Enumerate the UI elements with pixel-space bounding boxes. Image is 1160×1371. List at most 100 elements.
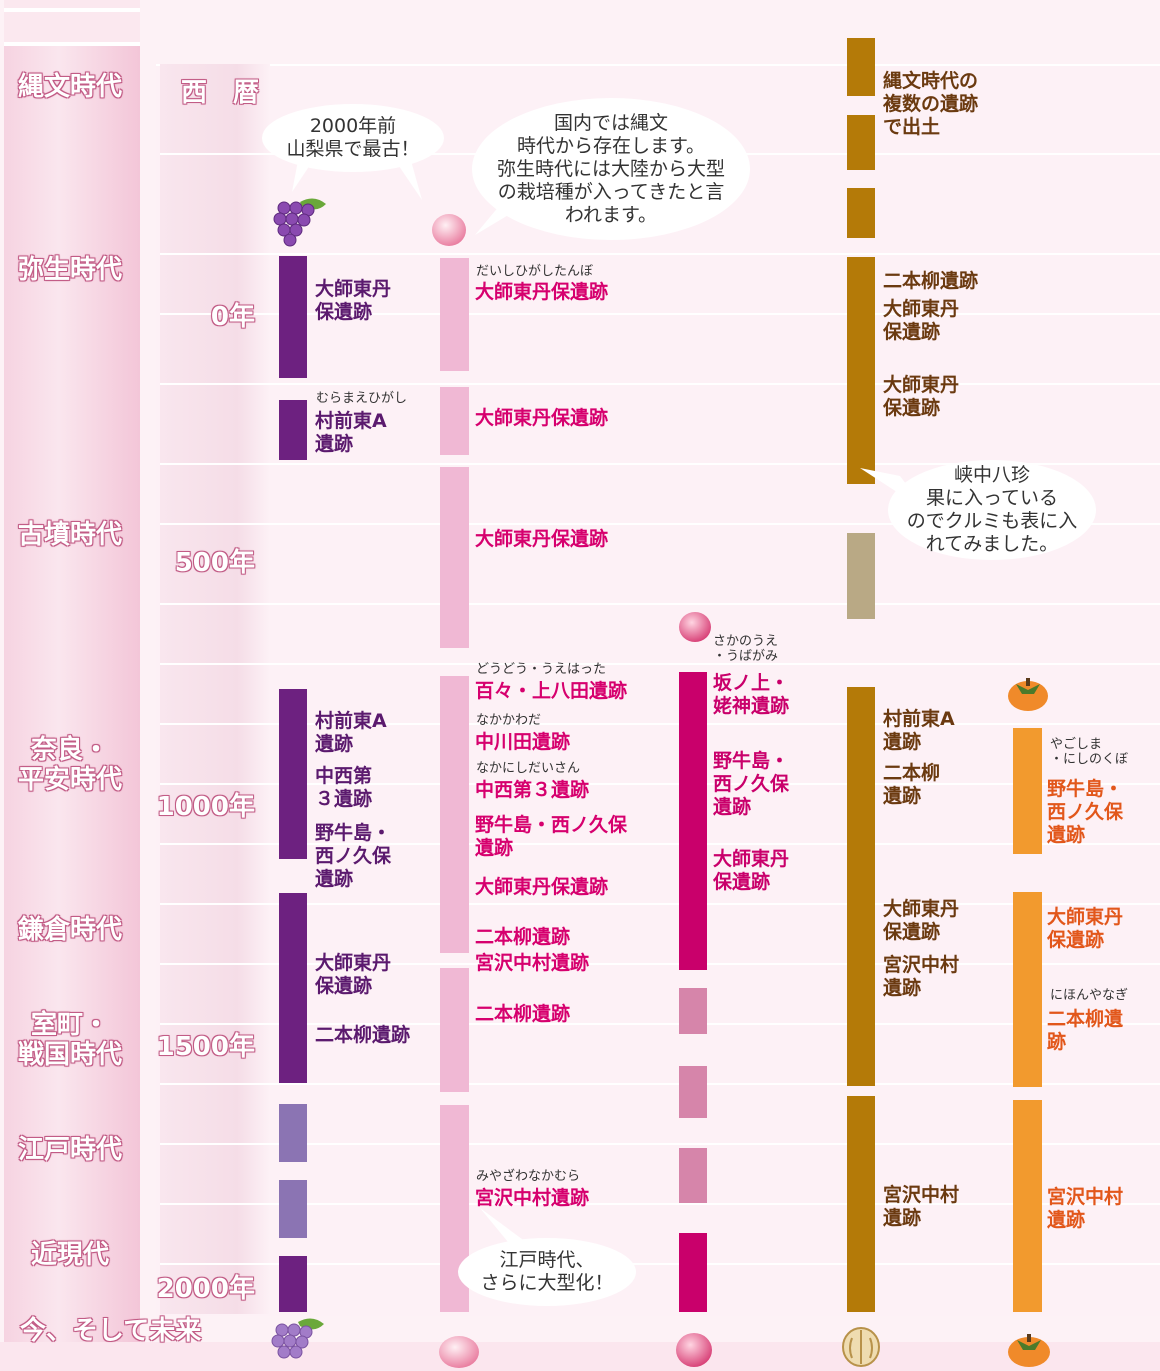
grape-icon — [271, 1318, 324, 1359]
peach-site-label: 百々・上八田遺跡 — [475, 680, 628, 702]
bubble-edo-peach: 江戸時代、 さらに大型化！ — [458, 1238, 636, 1306]
plum-bar — [679, 1148, 707, 1203]
peach-site-ruby: なかかわだ — [476, 713, 542, 728]
walnut-bar — [847, 115, 875, 170]
grid-line — [160, 1143, 1160, 1145]
year-label-2000: 2000年 — [156, 1274, 255, 1304]
peach-site-ruby: だいしひがしたんぼ — [476, 264, 594, 279]
walnut-site-label: 村前東A 遺跡 — [883, 708, 955, 753]
peach-bar — [440, 968, 469, 1092]
peach-site-label: 大師東丹保遺跡 — [475, 876, 609, 898]
era-label-edo: 江戸時代 — [17, 1135, 122, 1165]
year-label-1000: 1000年 — [156, 792, 255, 822]
peach-site-label: 中川田遺跡 — [475, 731, 571, 753]
grape-bar — [279, 893, 307, 1083]
now-and-future-label: 今、そして未来 — [20, 1316, 202, 1346]
plum-bar — [679, 672, 707, 970]
timeline-panel — [156, 64, 1160, 1316]
grid-line — [160, 1203, 1160, 1205]
peach-bar — [440, 467, 469, 648]
peach-site-label: 二本柳遺跡 — [475, 1003, 571, 1025]
peach-site-label: 宮沢中村遺跡 — [475, 952, 590, 974]
peach-site-ruby: どうどう・うえはった — [476, 662, 607, 677]
peach-site-label: 大師東丹保遺跡 — [475, 407, 609, 429]
peach-site-label: 大師東丹保遺跡 — [475, 281, 609, 303]
era-label-modern: 近現代 — [30, 1240, 109, 1270]
peach-site-label: 宮沢中村遺跡 — [475, 1187, 590, 1209]
grid-line — [160, 603, 1160, 605]
walnut-bar — [847, 257, 875, 484]
walnut-site-label: 大師東丹 保遺跡 — [883, 898, 960, 943]
plum-bar — [679, 988, 707, 1034]
bubble-tail — [480, 1208, 526, 1242]
grid-line — [160, 1023, 1160, 1025]
peach-site-label: 野牛島・西ノ久保 遺跡 — [475, 814, 628, 859]
grape-bar — [279, 1104, 307, 1162]
peach-site-label: 二本柳遺跡 — [475, 926, 571, 948]
persimmon-icon — [1008, 1334, 1050, 1367]
peach-bar — [440, 387, 469, 455]
plum-icon — [679, 612, 711, 642]
year-label-0: 0年 — [210, 302, 255, 332]
plum-site-label: 野牛島・ 西ノ久保 遺跡 — [713, 750, 790, 818]
persimmon-site-label: 大師東丹 保遺跡 — [1047, 906, 1124, 951]
walnut-site-label: 宮沢中村 遺跡 — [883, 1184, 960, 1229]
grid-line — [160, 963, 1160, 965]
grape-site-label: 大師東丹 保遺跡 — [315, 952, 392, 997]
walnut-bar — [847, 1096, 875, 1312]
era-label-kofun: 古墳時代 — [17, 520, 122, 550]
grid-line — [160, 523, 1160, 525]
plum-bar — [679, 1233, 707, 1312]
plum-icon — [676, 1333, 712, 1367]
year-axis-band — [160, 64, 270, 1314]
era-column-header — [4, 0, 140, 46]
persimmon-bar — [1013, 892, 1042, 1087]
peach-site-label: 中西第３遺跡 — [475, 779, 590, 801]
walnut-bar — [847, 533, 875, 619]
plum-site-label: 大師東丹 保遺跡 — [713, 848, 790, 893]
persimmon-site-label: 宮沢中村 遺跡 — [1047, 1186, 1124, 1231]
grape-bar — [279, 1256, 307, 1312]
grape-site-label: 二本柳遺跡 — [315, 1024, 411, 1046]
year-axis-header: 西 暦 — [180, 78, 259, 108]
bubble-oldest-grape: 2000年前 山梨県で最古！ — [262, 104, 444, 172]
grape-icon — [273, 198, 326, 247]
peach-icon — [432, 214, 466, 246]
peach-site-ruby: なかにしだいさん — [476, 761, 581, 776]
era-label-kamakura: 鎌倉時代 — [17, 915, 122, 945]
era-label-nara-heian: 奈良・ 平安時代 — [17, 735, 122, 795]
walnut-site-label: 縄文時代の 複数の遺跡 で出土 — [883, 70, 979, 138]
era-label-yayoi: 弥生時代 — [17, 255, 122, 285]
peach-bar — [440, 258, 469, 371]
persimmon-site-label: 野牛島・ 西ノ久保 遺跡 — [1047, 778, 1124, 846]
walnut-site-label: 大師東丹 保遺跡 — [883, 298, 960, 343]
grid-line — [160, 663, 1160, 665]
grid-line — [160, 463, 1160, 465]
year-label-1500: 1500年 — [156, 1032, 255, 1062]
walnut-bar — [847, 687, 875, 1086]
persimmon-icon — [1008, 678, 1048, 711]
walnut-icon — [842, 1327, 880, 1367]
plum-bar — [679, 1066, 707, 1118]
persimmon-site-ruby: にほんやなぎ — [1050, 988, 1129, 1003]
grid-line — [160, 313, 1160, 315]
bubble-walnut-note: 峡中八珍 果に入っている のでクルミも表に入 れてみました。 — [888, 460, 1096, 560]
grid-line — [160, 843, 1160, 845]
bottom-strip — [0, 1342, 1160, 1371]
grape-bar — [279, 256, 307, 378]
era-label-muromachi: 室町・ 戦国時代 — [17, 1010, 122, 1070]
grape-site-label: 野牛島・ 西ノ久保 遺跡 — [315, 822, 392, 890]
walnut-bar — [847, 38, 875, 96]
year-label-500: 500年 — [174, 548, 255, 578]
grid-line — [160, 383, 1160, 385]
grape-site-ruby: むらまえひがし — [316, 391, 408, 406]
plum-site-label: 坂ノ上・ 姥神遺跡 — [713, 672, 790, 717]
walnut-site-label: 大師東丹 保遺跡 — [883, 374, 960, 419]
persimmon-bar — [1013, 1100, 1042, 1312]
grid-line — [160, 783, 1160, 785]
plum-site-ruby: さかのうえ ・うばがみ — [713, 634, 779, 664]
grape-bar — [279, 1180, 307, 1238]
grape-site-label: 中西第 ３遺跡 — [315, 765, 373, 810]
grape-bar — [279, 689, 307, 859]
bubble-peach-origin: 国内では縄文 時代から存在します。 弥生時代には大陸から大型 の栽培種が入ってき… — [472, 98, 750, 240]
